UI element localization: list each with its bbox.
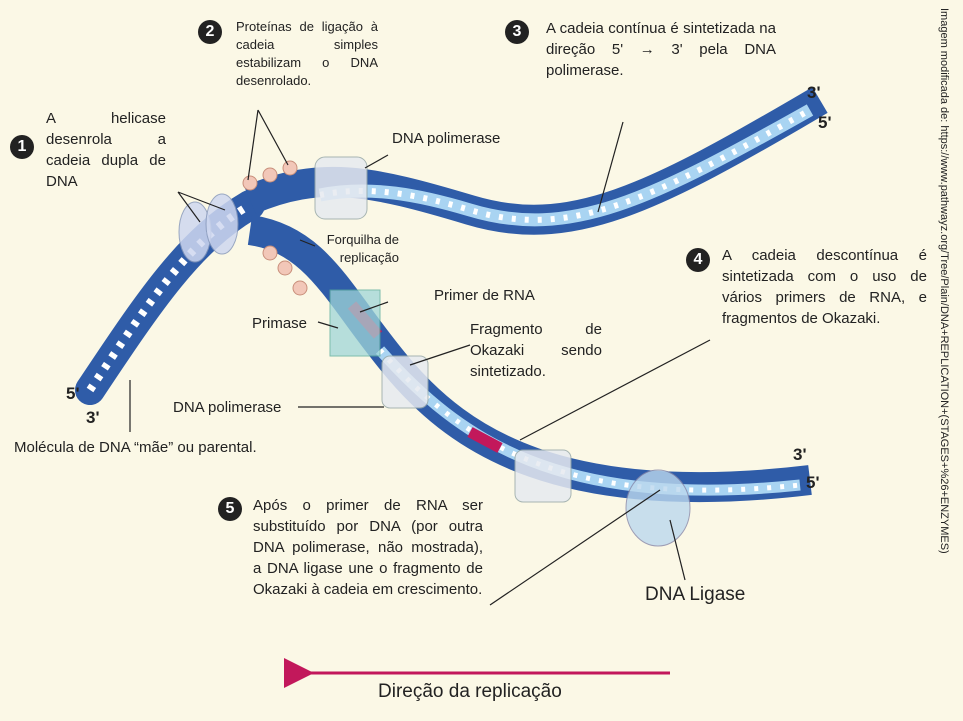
dna-polimerase-top-shape [314, 156, 368, 220]
image-credit: Imagem modificada de: https://www.pathwa… [938, 8, 950, 554]
helicase [178, 193, 239, 263]
step-3-badge: 3 [505, 20, 529, 44]
step-4-badge: 4 [686, 248, 710, 272]
label-primer-rna: Primer de RNA [434, 287, 535, 304]
dna-polimerase-low-shape [514, 449, 572, 503]
end-top-3: 3' [807, 83, 821, 102]
label-direcao: Direção da replicação [378, 681, 562, 702]
end-top-5: 5' [818, 113, 832, 132]
step-1-badge: 1 [10, 135, 34, 159]
primer-rna-2 [467, 427, 503, 453]
leader-lines [129, 109, 711, 606]
step-4-text: A cadeia descontínua é sintetizada com o… [722, 247, 927, 327]
step-5-badge: 5 [218, 497, 242, 521]
step-2-text: Proteínas de ligação à cadeia simples es… [236, 19, 378, 88]
label-dna-polimerase-mid: DNA polimerase [173, 399, 282, 416]
end-left-5: 5' [66, 384, 80, 403]
step-2-badge: 2 [198, 20, 222, 44]
end-right-3: 3' [793, 445, 807, 464]
end-left-3: 3' [86, 408, 100, 427]
label-molecula-mae: Molécula de DNA “mãe” ou parental. [14, 439, 257, 456]
dna-ligase-shape [625, 469, 691, 547]
ssb-proteins [242, 160, 308, 296]
label-forquilha: Forquilha de replicação [326, 232, 399, 265]
primase-shape [329, 289, 381, 357]
label-okazaki: Fragmento de Okazaki sendo sintetizado. [470, 321, 602, 380]
label-dna-polimerase-top: DNA polimerase [392, 130, 501, 147]
step-3-text: A cadeia contínua é sintetizada na direç… [546, 20, 776, 79]
label-dna-ligase: DNA Ligase [645, 584, 746, 605]
step-1-text: A helicase desenrola a cadeia dupla de D… [46, 110, 166, 190]
dna-polimerase-mid-shape [381, 355, 429, 409]
step-5-text: Após o primer de RNA ser substituído por… [253, 497, 483, 598]
end-right-5: 5' [806, 473, 820, 492]
label-primase: Primase [252, 315, 308, 332]
